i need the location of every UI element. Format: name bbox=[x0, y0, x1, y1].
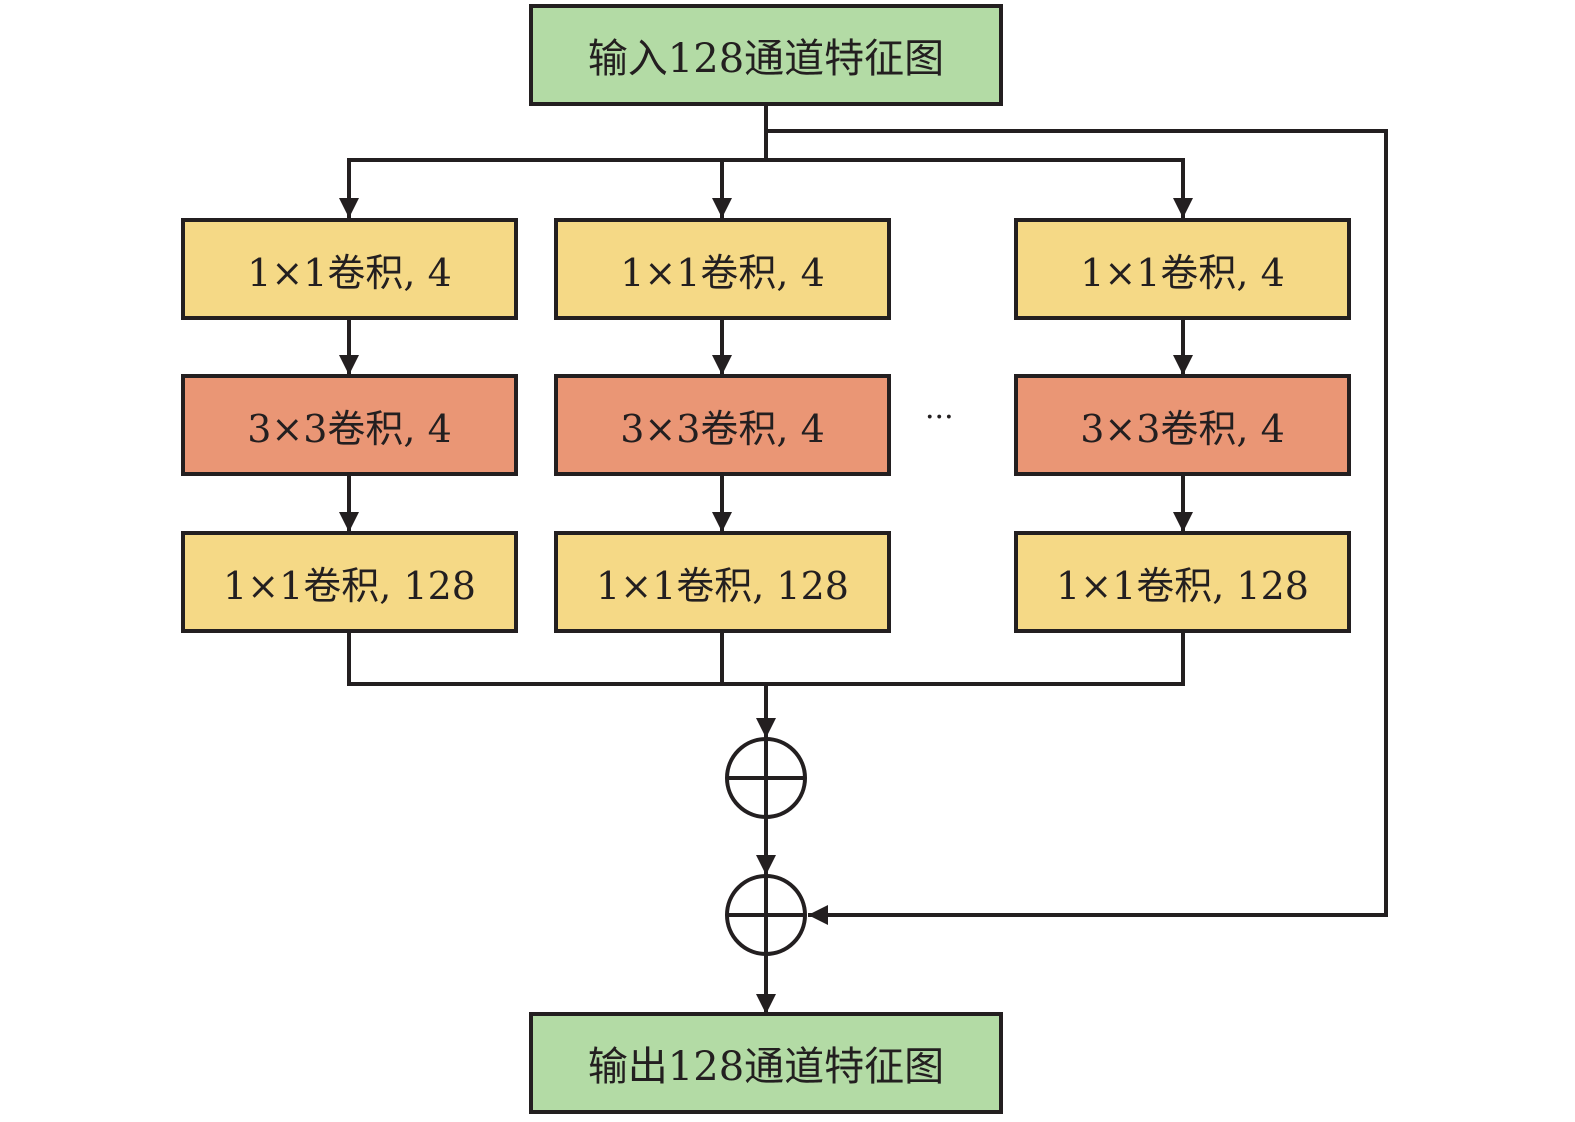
branch-1-conv3x3-4: 3×3卷积, 4 bbox=[181, 374, 518, 476]
branch-3-conv3x3-4: 3×3卷积, 4 bbox=[1014, 374, 1351, 476]
output-feature-map: 输出128通道特征图 bbox=[529, 1012, 1003, 1114]
branch-2-conv1x1-128: 1×1卷积, 128 bbox=[554, 531, 891, 633]
input-feature-map: 输入128通道特征图 bbox=[529, 4, 1003, 106]
ellipsis: ··· bbox=[925, 400, 954, 435]
branch-3-conv1x1-4: 1×1卷积, 4 bbox=[1014, 218, 1351, 320]
branch-2-conv1x1-4: 1×1卷积, 4 bbox=[554, 218, 891, 320]
branch-1-conv1x1-4: 1×1卷积, 4 bbox=[181, 218, 518, 320]
branch-3-conv1x1-128: 1×1卷积, 128 bbox=[1014, 531, 1351, 633]
branch-2-conv3x3-4: 3×3卷积, 4 bbox=[554, 374, 891, 476]
branch-1-conv1x1-128: 1×1卷积, 128 bbox=[181, 531, 518, 633]
